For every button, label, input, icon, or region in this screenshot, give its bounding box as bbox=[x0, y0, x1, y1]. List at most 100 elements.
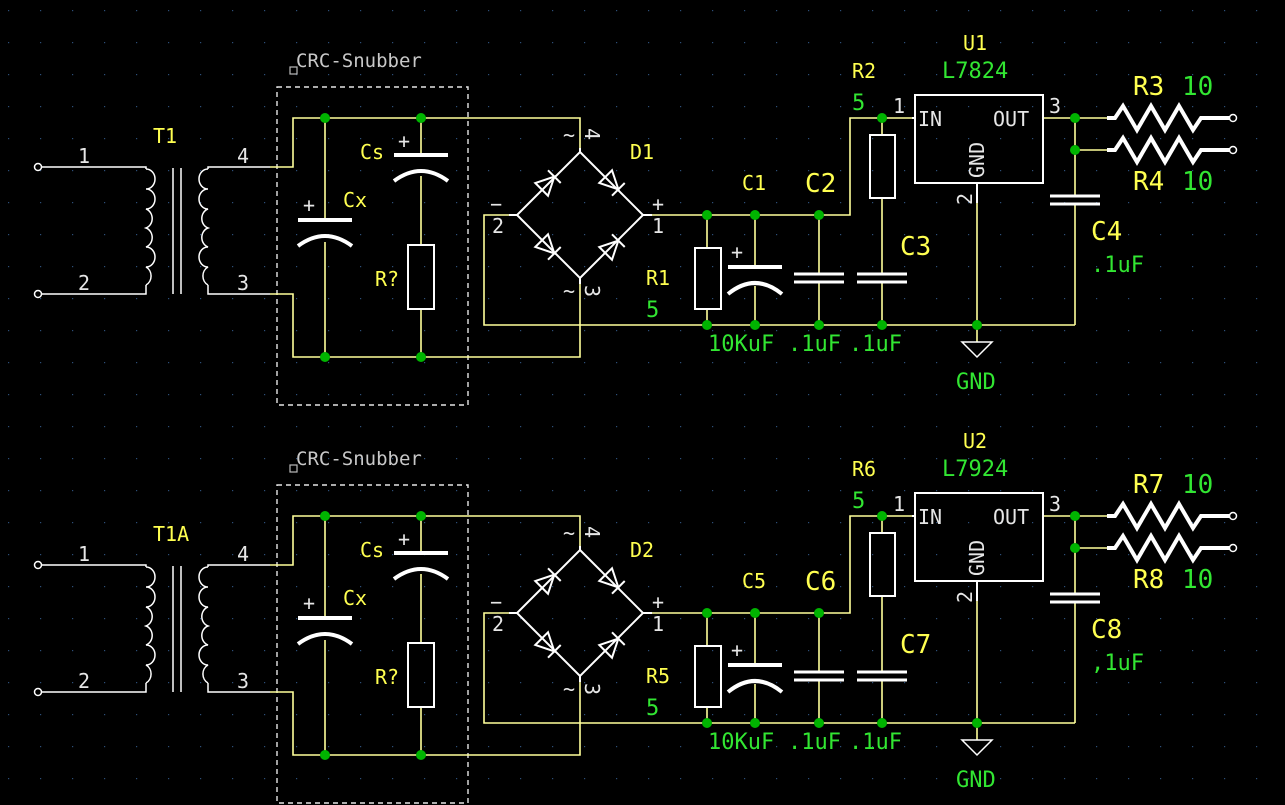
capacitor-cx-symbol bbox=[296, 616, 354, 646]
output-terminal-a-icon bbox=[1228, 511, 1238, 521]
bridge-minus-label: − bbox=[490, 590, 502, 614]
snubber-resistor-symbol bbox=[407, 244, 435, 310]
bleeder-resistor-value: 5 bbox=[646, 696, 659, 721]
bulk-capacitor-value: 10KuF bbox=[708, 332, 774, 357]
regulator-reference: U2 bbox=[963, 429, 987, 453]
bridge-minus-label: − bbox=[490, 192, 502, 216]
power-supply-stage-1: CRC-Snubber 1 2 4 3 T1 bbox=[33, 31, 1238, 406]
transformer-pin1-label: 1 bbox=[78, 144, 90, 168]
snubber-resistor-symbol bbox=[407, 642, 435, 708]
snubber-group-anchor-icon bbox=[289, 464, 298, 473]
transformer-pin1-label: 1 bbox=[78, 542, 90, 566]
series-resistor-value: 5 bbox=[852, 91, 865, 116]
regulator-body bbox=[914, 94, 1044, 184]
filter-capacitor-c3-reference: C7 bbox=[900, 630, 931, 660]
output-capacitor-reference: C4 bbox=[1091, 217, 1122, 247]
wire-net bbox=[270, 117, 1107, 358]
transformer-pin4-label: 4 bbox=[237, 144, 249, 168]
transformer-pin4-label: 4 bbox=[237, 542, 249, 566]
bulk-capacitor-value: 10KuF bbox=[708, 730, 774, 755]
bulk-capacitor-reference: C5 bbox=[742, 569, 766, 593]
regulator-reference: U1 bbox=[963, 31, 987, 55]
series-resistor-reference: R2 bbox=[852, 59, 876, 83]
regulator-out-label: OUT bbox=[993, 107, 1029, 131]
output-resistor-a-value: 10 bbox=[1182, 72, 1213, 102]
ground-symbol-icon bbox=[960, 341, 994, 359]
output-capacitor-reference: C8 bbox=[1091, 615, 1122, 645]
wire-net bbox=[270, 515, 1107, 756]
snubber-resistor-reference: R? bbox=[375, 267, 399, 291]
output-resistor-b-value: 10 bbox=[1182, 167, 1213, 197]
regulator-pin-gnd-number: 2 bbox=[953, 591, 977, 603]
bridge-pin-ac1-label: 4 bbox=[580, 128, 604, 140]
bridge-pin-plus-label: 1 bbox=[652, 214, 664, 238]
snubber-group-title: CRC-Snubber bbox=[296, 448, 422, 470]
bridge-rectifier-symbol bbox=[509, 546, 652, 682]
regulator-pin-out-number: 3 bbox=[1049, 94, 1061, 118]
filter-capacitor-c3-symbol bbox=[857, 272, 907, 284]
regulator-in-label: IN bbox=[918, 505, 942, 529]
snubber-group-title: CRC-Snubber bbox=[296, 50, 422, 72]
snubber-group-frame bbox=[276, 86, 469, 406]
capacitor-cx-symbol bbox=[296, 218, 354, 248]
capacitor-cs-plus-mark: + bbox=[398, 527, 410, 551]
filter-capacitor-c3-symbol bbox=[857, 670, 907, 682]
bridge-plus-label: + bbox=[652, 590, 664, 614]
snubber-resistor-reference: R? bbox=[375, 665, 399, 689]
output-resistor-a-reference: R3 bbox=[1133, 72, 1164, 102]
regulator-body bbox=[914, 492, 1044, 582]
output-terminal-b-icon bbox=[1228, 543, 1238, 553]
regulator-pin-in-number: 1 bbox=[893, 94, 905, 118]
output-capacitor-symbol bbox=[1050, 194, 1100, 206]
bridge-ac2-mark: ~ bbox=[563, 677, 575, 701]
junction-dots bbox=[320, 511, 1080, 760]
series-resistor-symbol bbox=[869, 532, 896, 597]
bulk-capacitor-symbol bbox=[726, 663, 784, 694]
bleeder-resistor-reference: R1 bbox=[646, 266, 670, 290]
output-terminal-a-icon bbox=[1228, 113, 1238, 123]
transformer-pin2-label: 2 bbox=[78, 669, 90, 693]
snubber-group-anchor-icon bbox=[289, 66, 298, 75]
filter-capacitor-c3-reference: C3 bbox=[900, 232, 931, 262]
stages-root: CRC-Snubber 1 2 4 3 T1 bbox=[33, 31, 1238, 804]
transformer-symbol bbox=[33, 560, 270, 697]
capacitor-cx-plus-mark: + bbox=[303, 193, 315, 217]
filter-capacitor-c2-value: .1uF bbox=[788, 730, 841, 755]
snubber-group-frame bbox=[276, 484, 469, 804]
bulk-capacitor-symbol bbox=[726, 265, 784, 296]
regulator-in-label: IN bbox=[918, 107, 942, 131]
junction-dots bbox=[320, 113, 1080, 362]
bleeder-resistor-symbol bbox=[694, 247, 722, 310]
series-resistor-reference: R6 bbox=[852, 457, 876, 481]
transformer-pin2-label: 2 bbox=[78, 271, 90, 295]
transformer-reference: T1A bbox=[153, 522, 189, 546]
bridge-ac1-mark: ~ bbox=[563, 521, 575, 545]
regulator-gnd-label: GND bbox=[965, 142, 989, 178]
capacitor-cs-reference: Cs bbox=[360, 538, 384, 562]
filter-capacitor-c2-reference: C6 bbox=[805, 567, 836, 597]
output-capacitor-value: .1uF bbox=[1091, 253, 1144, 278]
output-capacitor-value: ,1uF bbox=[1091, 651, 1144, 676]
regulator-pin-gnd-number: 2 bbox=[953, 193, 977, 205]
bleeder-resistor-reference: R5 bbox=[646, 664, 670, 688]
ground-symbol-icon bbox=[960, 739, 994, 757]
output-resistors-symbol bbox=[1107, 500, 1230, 564]
transformer-pin3-label: 3 bbox=[237, 669, 249, 693]
bridge-rectifier-reference: D2 bbox=[630, 538, 654, 562]
capacitor-cs-symbol bbox=[392, 551, 450, 581]
filter-capacitor-c2-reference: C2 bbox=[805, 169, 836, 199]
regulator-gnd-label: GND bbox=[965, 540, 989, 576]
bulk-capacitor-reference: C1 bbox=[742, 171, 766, 195]
filter-capacitor-c2-symbol bbox=[794, 670, 844, 682]
power-supply-stage-2: CRC-Snubber 1 2 4 3 T1A bbox=[33, 429, 1238, 804]
bridge-pin-plus-label: 1 bbox=[652, 612, 664, 636]
output-resistor-a-value: 10 bbox=[1182, 470, 1213, 500]
transformer-pin3-label: 3 bbox=[237, 271, 249, 295]
output-resistors-symbol bbox=[1107, 102, 1230, 166]
bridge-rectifier-symbol bbox=[509, 148, 652, 284]
capacitor-cs-plus-mark: + bbox=[398, 129, 410, 153]
regulator-pin-out-number: 3 bbox=[1049, 492, 1061, 516]
filter-capacitor-c3-value: .1uF bbox=[849, 332, 902, 357]
